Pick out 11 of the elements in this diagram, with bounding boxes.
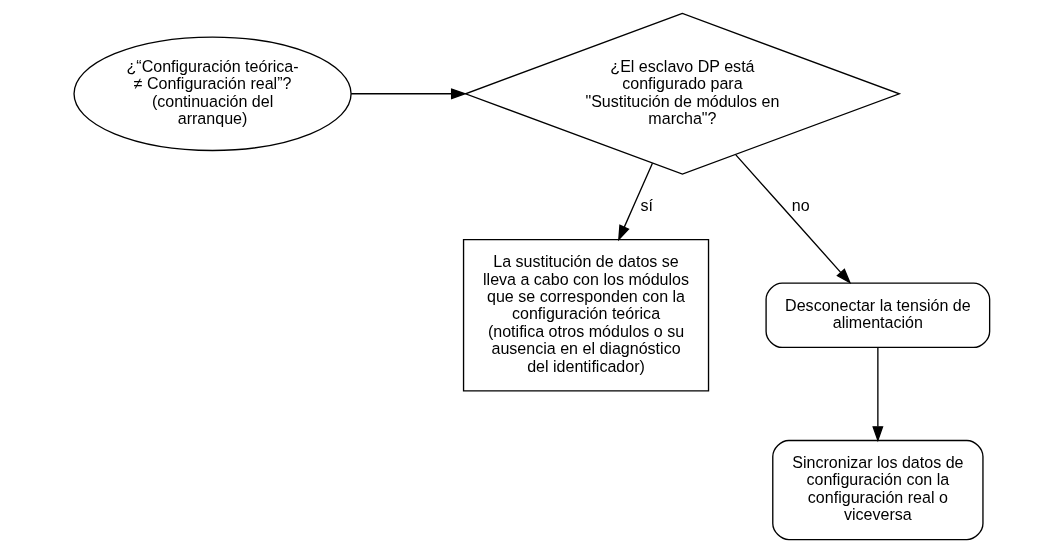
arrow xyxy=(349,88,467,100)
edge-label: no xyxy=(791,196,810,215)
arrow xyxy=(871,347,883,443)
node-box: La sustitución de datos se lleva a cabo con los módulos que se corresponden con la configuración teórica (notifica otros módulos o su ausencia en el diagnóstico del identificador) xyxy=(462,239,709,392)
node-box: Desconectar la tensión de alimentación xyxy=(764,282,990,349)
edge-label: sí xyxy=(639,196,653,215)
arrow xyxy=(734,154,851,285)
arrow xyxy=(617,162,653,242)
node-ellipse: ¿“Configuración teórica- ≠ Configuración real”? (continuación del arranque) xyxy=(72,36,352,152)
node-box: Sincronizar los datos de configuración con la configuración real o viceversa xyxy=(771,439,984,541)
node-diamond: ¿El esclavo DP está configurado para "Sustitución de módulos en marcha"? xyxy=(463,12,901,175)
